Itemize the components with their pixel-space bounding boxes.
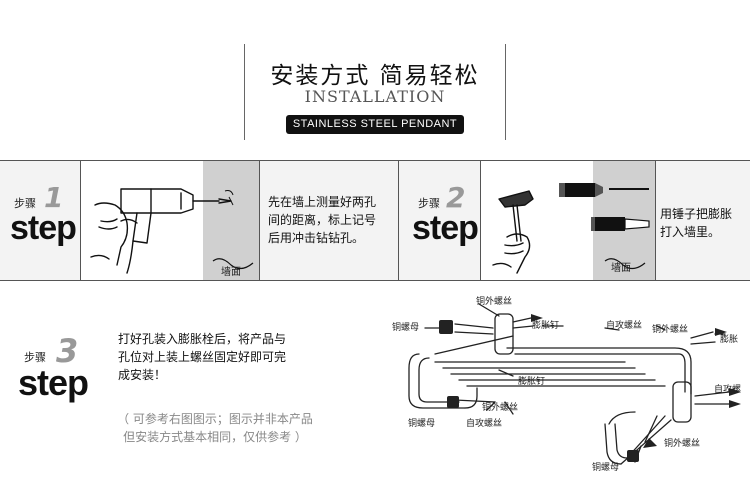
step2-number: 2 <box>446 181 466 214</box>
steps-row: 步骤 1 step 墙面 <box>0 160 750 281</box>
label-copper-screw-top: 铜外螺丝 <box>476 297 513 307</box>
step2-wall-label: 墙面 <box>611 263 631 274</box>
drill-icon <box>90 188 254 274</box>
step1-description: 先在墙上测量好两孔 间的距离，标上记号 后用冲击钻钻孔。 <box>268 195 377 245</box>
step3-note: （ 可参考右图图示；图示并非本产品 但安装方式基本相同，仅供参考 ） <box>117 412 313 444</box>
step1-label: 步骤 <box>14 197 36 210</box>
step3-number: 3 <box>56 332 79 370</box>
page-title: 安装方式 简易轻松 <box>270 63 480 89</box>
header-left-divider <box>244 44 245 140</box>
label-copper-nut-left: 铜螺母 <box>392 323 420 333</box>
hammer-icon <box>492 183 650 274</box>
label-self-tap-bottom: 自攻螺丝 <box>466 419 503 429</box>
step2-illustration: 墙面 <box>480 161 656 280</box>
step1-wall-label: 墙面 <box>221 267 241 278</box>
product-tag: STAINLESS STEEL PENDANT <box>286 115 464 134</box>
label-copper-nut-bottom: 铜螺母 <box>592 463 620 473</box>
label-self-tap-right: 自攻螺 <box>714 385 742 395</box>
label-expansion-right: 膨胀 <box>720 335 739 345</box>
page-subtitle: INSTALLATION <box>304 87 446 106</box>
label-copper-screw-bottom-right: 铜外螺丝 <box>664 439 701 449</box>
label-copper-screw-mid: 铜外螺丝 <box>482 403 519 413</box>
rack-installation-diagram <box>408 303 741 465</box>
label-expansion-nail-top: 膨胀钉 <box>532 321 560 331</box>
step2-label: 步骤 <box>418 197 440 210</box>
label-self-tap-top: 自攻螺丝 <box>606 321 643 331</box>
step1-wall <box>203 161 259 280</box>
step3-word: step <box>18 362 89 403</box>
step3-description: 打好孔装入膨胀栓后，将产品与 孔位对上装上螺丝固定好即可完 成安装！ <box>118 332 287 382</box>
step3-label: 步骤 <box>24 351 46 364</box>
step2-word: step <box>412 209 479 247</box>
step1-number: 1 <box>44 181 64 214</box>
label-copper-nut-bottom-left: 铜螺母 <box>408 419 436 429</box>
step1-word: step <box>10 209 77 247</box>
label-expansion-mid: 膨胀钉 <box>518 377 546 387</box>
label-copper-screw-right: 铜外螺丝 <box>652 325 689 335</box>
step1-illustration: 墙面 <box>80 161 260 280</box>
step2-description: 用锤子把膨胀 打入墙里。 <box>660 207 733 239</box>
header-right-divider <box>505 44 506 140</box>
step1-step2-divider <box>398 161 399 280</box>
